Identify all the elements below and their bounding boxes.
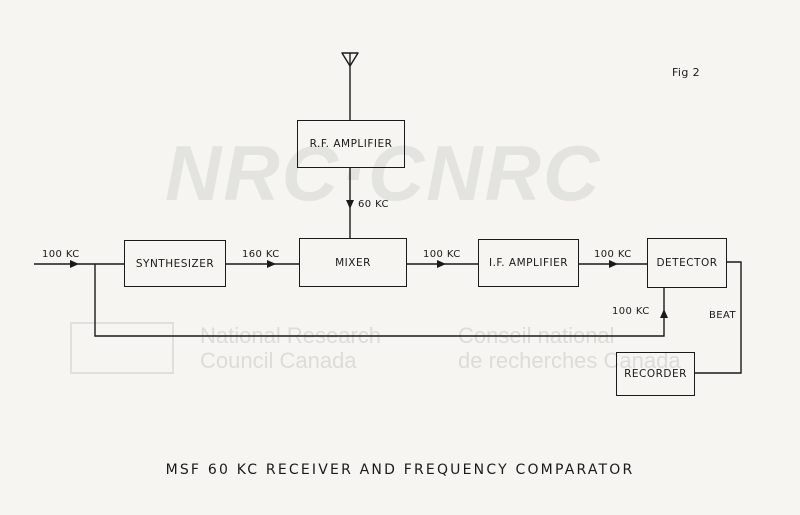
figure-label: Fig 2 [672, 66, 701, 79]
mixer-block: MIXER [299, 238, 407, 287]
label-reference-100kc: 100 KC [612, 306, 650, 317]
label-60kc: 60 KC [358, 199, 389, 210]
label-mixer-if-100kc: 100 KC [423, 249, 461, 260]
label-160kc: 160 KC [242, 249, 280, 260]
label-if-detector-100kc: 100 KC [594, 249, 632, 260]
arrow-if-to-detector [609, 260, 618, 268]
label-input-100kc: 100 KC [42, 249, 80, 260]
arrow-input [70, 260, 79, 268]
label-beat: BEAT [709, 310, 736, 321]
detector-block: DETECTOR [647, 238, 727, 288]
rf-amplifier-block: R.F. AMPLIFIER [297, 120, 405, 168]
watermark-logo: NRC·CNRC [165, 129, 602, 217]
synthesizer-block: SYNTHESIZER [124, 240, 226, 287]
recorder-block: RECORDER [616, 352, 695, 396]
arrow-mixer-to-if [437, 260, 446, 268]
antenna-icon [341, 52, 359, 120]
arrow-reference-to-detector [660, 309, 668, 318]
if-amplifier-block: I.F. AMPLIFIER [478, 239, 579, 287]
watermark-maple-leaf-icon [70, 322, 174, 374]
wire-beat [695, 261, 742, 374]
arrow-rf-to-mixer [346, 200, 354, 209]
arrow-synth-to-mixer [267, 260, 276, 268]
diagram-title: MSF 60 KC RECEIVER AND FREQUENCY COMPARA… [165, 462, 635, 478]
watermark-en-line2: Council Canada [200, 348, 357, 373]
